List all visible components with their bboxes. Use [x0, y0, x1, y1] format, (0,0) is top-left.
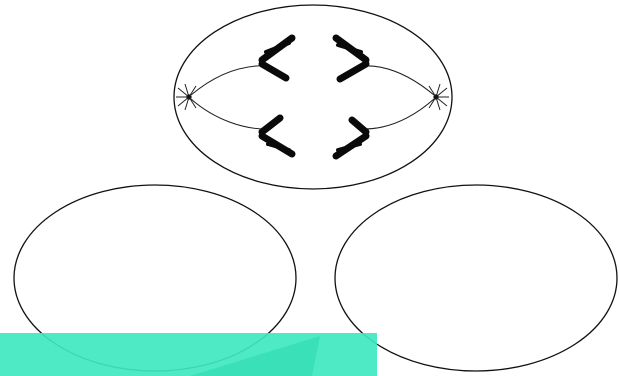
daughter-cell-right — [335, 185, 617, 371]
spindle-fiber-lower-left — [191, 99, 270, 129]
highlight-band — [0, 333, 377, 376]
chromosome-upper-right — [336, 38, 366, 79]
spindle-fiber-lower-right — [360, 99, 434, 129]
chromosome-upper-left — [262, 38, 292, 78]
spindle-fiber-upper-left — [191, 66, 270, 95]
parent-cell — [174, 5, 452, 189]
spindle-fiber-upper-right — [360, 66, 434, 95]
chromosome-lower-left — [262, 118, 292, 154]
centriole-left — [176, 84, 196, 110]
parent-cell-membrane — [174, 5, 452, 189]
chromosome-lower-right — [336, 120, 366, 156]
centriole-right — [429, 84, 449, 110]
